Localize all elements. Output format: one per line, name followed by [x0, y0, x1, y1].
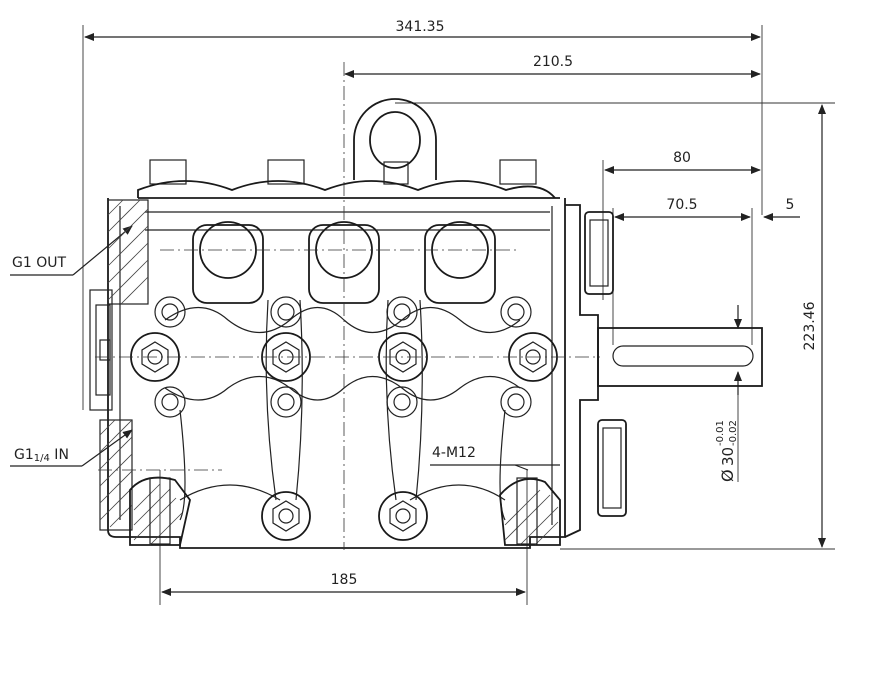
inlet-suffix: IN — [50, 447, 69, 463]
dimension-key-length: 70.5 — [612, 197, 753, 345]
bottom-bolts — [261, 491, 428, 541]
outlet-callout: G1 OUT — [10, 225, 133, 276]
dimension-overall-length: 341.35 — [82, 19, 763, 410]
inlet-callout: G11/4 IN — [10, 429, 133, 467]
bolt-callout: 4-M12 — [430, 445, 560, 471]
lifting-eye — [353, 98, 437, 180]
overall-length-label: 341.35 — [396, 19, 445, 35]
upper-bolts — [154, 296, 532, 328]
drive-shaft — [597, 327, 763, 387]
mounting-foot-right — [499, 477, 561, 546]
inlet-port-hatch — [99, 419, 133, 531]
center-lines — [95, 62, 600, 550]
inlet-label: G11/4 IN — [14, 447, 69, 464]
dimension-shaft-length: 80 — [602, 150, 761, 300]
outlet-port-hatch — [107, 199, 149, 305]
key-length-label: 70.5 — [666, 197, 697, 213]
shaft-diameter-callout: Ø 30 -0.01 -0.02 — [715, 305, 742, 482]
top-plugs — [149, 159, 537, 185]
dimension-center-to-shaft: 210.5 — [344, 54, 761, 78]
overall-height-label: 223.46 — [802, 301, 818, 350]
shaft-length-label: 80 — [673, 150, 691, 166]
dimension-bolt-spacing: 185 — [159, 470, 528, 605]
inlet-sub: 1/4 — [34, 453, 50, 464]
center-to-shaft-label: 210.5 — [533, 54, 573, 70]
mounting-foot-left — [129, 476, 191, 546]
diameter-lower-tolerance: -0.02 — [728, 420, 739, 446]
diameter-upper-tolerance: -0.01 — [715, 420, 726, 446]
dimension-overall-height: 223.46 — [395, 102, 835, 550]
main-bolts — [130, 332, 558, 382]
bolt-spec-label: 4-M12 — [432, 445, 476, 461]
lower-bolts — [154, 386, 532, 418]
diameter-value: 30 — [719, 447, 737, 466]
outlet-label: G1 OUT — [12, 255, 66, 271]
inlet-main: G1 — [14, 447, 34, 463]
bolt-spacing-label: 185 — [331, 572, 358, 588]
dimension-key-offset: 5 — [763, 197, 800, 221]
key-offset-label: 5 — [786, 197, 795, 213]
pump-body — [89, 98, 763, 549]
diameter-symbol: Ø — [718, 469, 737, 482]
